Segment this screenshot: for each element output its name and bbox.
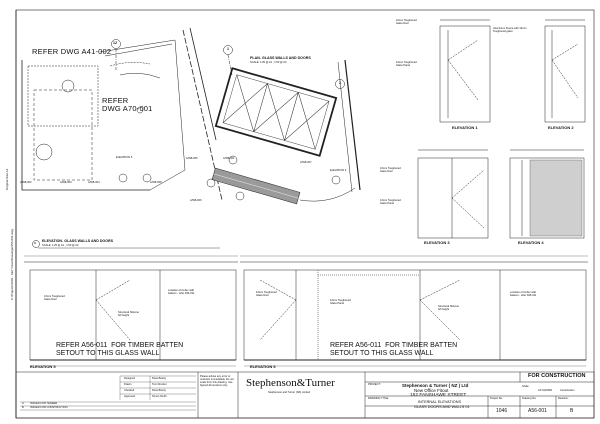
door-tag-1: A/W8-001 [223,157,235,160]
tb-drawing-no-label: Drawing No: [522,397,537,400]
tb-drawing-title-2: GLASS DOORS AND WALLS 01 [414,405,470,409]
refer-a70-label: REFER DWG A70-001 [102,96,153,114]
note-frame: Aluminium Frame with 12mm Toughened glas… [493,27,527,33]
plan-title: PLAN- GLASS WALLS AND DOORS [250,56,311,60]
tb-drawing-no: A56-001 [528,408,547,414]
plan-scale: SCALE: 1:25 @ A1 ; 1:50 @ A3 [250,61,287,64]
plan-elev-mark-6: ELEVATION 6 [330,169,347,172]
tb-client-line2: New Office Fitout [414,388,449,393]
elevations-scale: SCALE: 1:25 @ A1 ; 1:50 @ A3 [42,244,79,247]
door-tag-7: A/W8-007 [300,161,312,164]
elevation-6 [240,255,588,367]
grid-bubble-2: 2 [339,81,341,85]
tb-person-role-1: Drawn [124,383,132,386]
elevation-5 [24,255,238,367]
note-glass-door-2: 10mm Toughened Glass Door [380,167,401,173]
note-e5-silicone: Structural Silicone full height [118,311,139,317]
tb-person-name-3: Simon Smith [152,395,167,398]
tb-person-role-0: Designed [124,377,135,380]
note-e6-glass-wall: 12mm Toughened Glass Panel [330,299,351,305]
elevations-num: 3 [34,241,36,245]
elevation-5-label: ELEVATION 5 [30,364,56,369]
plan-elev-mark-5: ELEVATION 5 [116,156,133,159]
tb-drawing-title-label: DRAWING TITLE: [368,397,389,400]
door-tag-8: A/W8-008 [150,181,162,184]
tb-rev-b-code: B [22,406,24,409]
note-e6-glass-door: 10mm Toughened Glass Door [256,291,277,297]
tb-person-role-3: Approved [124,395,136,398]
note-e5-glass-door: 10mm Toughened Glass Door [44,295,65,301]
note-glass-wall-1: 12mm Toughened Glass Panel [396,61,417,67]
door-tag-3: A/W8-003 [60,181,72,184]
tb-scale-label: Scale: [522,385,530,388]
elevation-1-label: ELEVATION 1 [452,125,478,130]
sidebar-file-path: C:\Projects\1046 - S&T Fitout\Drawings\A… [10,229,14,300]
tb-drawing-title-1: INTERNAL ELEVATIONS [418,400,461,404]
tb-project-no-label: Project No: [490,397,503,400]
tb-scale: AS SHOWN [538,389,553,392]
door-tag-4: A/W8-004 [88,181,100,184]
door-tag-6: A/W8-006 [190,199,202,202]
door-tag-2: A/W8-002 [20,181,32,184]
grid-bubble-1: 1 [227,47,229,51]
note-e6-silicone: Structural Silicone full height [438,305,459,311]
for-construction-stamp: FOR CONSTRUCTION [528,373,586,379]
tb-rev-b-desc: ISSUED FOR CONSTRUCTION [30,406,68,409]
tb-status: Construction [560,389,575,392]
elevation-2-label: ELEVATION 2 [548,125,574,130]
tb-person-name-0: Ross Brierly [152,377,166,380]
tb-person-role-2: Checked [124,389,135,392]
elevation-4-label: ELEVATION 4 [518,240,544,245]
firm-logo-text: Stephenson&Turner [246,377,335,389]
tb-project-label: PROJECT: [368,383,381,386]
title-block [15,371,595,419]
tb-person-name-1: Tom Drucker [152,383,167,386]
note-glass-wall-2: 12mm Toughened Glass Panel [380,199,401,205]
door-tag-5: A/W8-005 [186,157,198,160]
grid-bubble-12: 12 [113,41,117,45]
note-e5-location: Location of timber wall battens - refer … [168,289,195,295]
tb-disclaimer: Please advise any error or omission imme… [200,375,234,387]
note-e6-location: Location of timber wall battens - refer … [510,291,537,297]
tb-rev-a-code: A [22,402,24,405]
plan-view [21,27,361,205]
timber-note-elevation-5: REFER A56-011 FOR TIMBER BATTEN SETOUT T… [56,342,184,358]
timber-note-elevation-6: REFER A56-011 FOR TIMBER BATTEN SETOUT T… [330,342,458,358]
sidebar-original-size: Original Size A1 [5,168,9,190]
elevation-3-label: ELEVATION 3 [424,240,450,245]
tb-project-no: 1046 [496,408,508,414]
tb-rev-a-desc: ISSUED FOR TENDER [30,402,58,405]
refer-a41-label: REFER DWG A41-002 [32,47,112,56]
elevations-title: ELEVATION- GLASS WALLS AND DOORS [42,239,114,243]
note-glass-door-1: 10mm Toughened Glass Door [396,19,417,25]
elevations-1-4 [417,19,586,239]
tb-revision: B [570,408,574,414]
tb-revision-label: Revision: [558,397,569,400]
tb-client-line1: Stephenson & Turner ( NZ ) Ltd [402,383,469,388]
elevation-6-label: ELEVATION 6 [250,364,276,369]
firm-subtitle: Stephenson and Turner (NZ) Limited [268,391,311,394]
tb-client-line3: 152 FANSHAWE STREET [410,393,467,398]
tb-person-name-2: Ross Brierly [152,389,166,392]
